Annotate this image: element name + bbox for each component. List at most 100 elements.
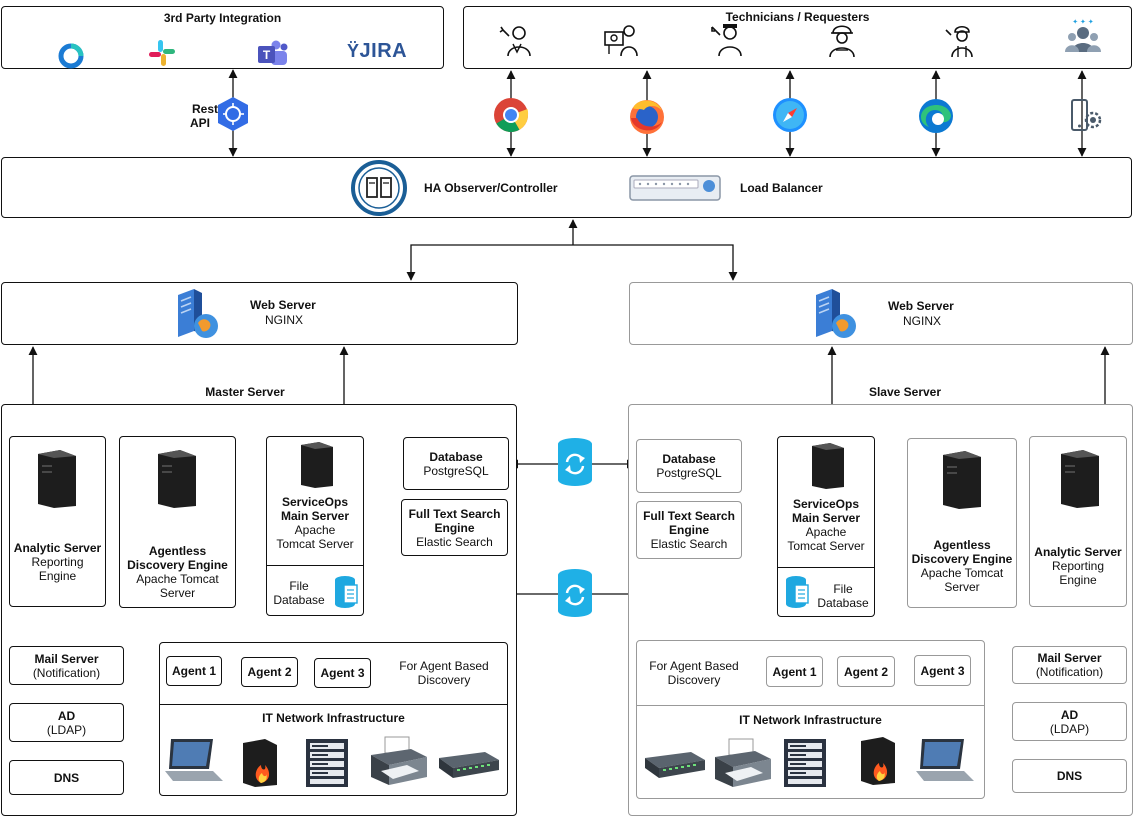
master-main-title1: ServiceOps — [281, 495, 349, 509]
master-printer-icon — [371, 736, 427, 785]
master-agent-1: Agent 1 — [166, 656, 222, 686]
slave-printer-icon — [715, 738, 771, 787]
team-group-icon: ✦ ✦ ✦ — [1065, 18, 1101, 52]
slave-agentless-line2: Server — [944, 580, 980, 594]
master-fts-sub: Elastic Search — [416, 534, 493, 549]
slave-ad-sub: (LDAP) — [1049, 721, 1090, 736]
master-database-box: Database PostgreSQL — [403, 437, 509, 490]
technician-tools-icon — [711, 24, 742, 57]
third-party-integration-panel: 3rd Party Integration T ΫJIRA — [1, 6, 444, 69]
technicians-title: Technicians / Requesters — [725, 10, 870, 24]
master-database-title: Database — [429, 449, 483, 464]
file-sync-icon — [558, 569, 592, 617]
master-ad-box: AD (LDAP) — [9, 703, 124, 742]
slave-web-server-title: Web Server — [888, 299, 954, 313]
master-main-text: ServiceOps Main Server Apache Tomcat Ser… — [266, 495, 364, 551]
master-mail-title: Mail Server — [34, 651, 99, 666]
master-agentless-text: Agentless Discovery Engine Apache Tomcat… — [119, 544, 236, 600]
slave-analytic-line1: Reporting — [1051, 559, 1105, 573]
master-fts-title1: Full Text Search — [408, 506, 501, 521]
slave-mail-title: Mail Server — [1037, 651, 1102, 665]
rest-api-label-line1: Rest — [191, 102, 218, 116]
ha-observer-icon — [351, 160, 407, 216]
slave-agentless-text: Agentless Discovery Engine Apache Tomcat… — [907, 538, 1017, 594]
slave-agentless-title2: Discovery Engine — [911, 552, 1013, 566]
master-mail-sub: (Notification) — [32, 665, 101, 680]
load-balancer-label: Load Balancer — [740, 181, 823, 195]
master-ad-title: AD — [57, 708, 76, 723]
master-agentless-line1: Apache Tomcat — [136, 572, 219, 586]
master-analytic-line1: Reporting — [31, 555, 84, 569]
slave-dns-title: DNS — [1056, 769, 1083, 783]
slave-agent-infra-divider — [636, 705, 985, 706]
master-agentless-line2: Server — [159, 586, 196, 600]
firefox-icon — [630, 100, 664, 134]
slave-main-text: ServiceOps Main Server Apache Tomcat Ser… — [777, 497, 875, 553]
technician-engineer-icon — [945, 25, 973, 58]
master-rack-server-icon — [306, 739, 348, 787]
slave-agent-3: Agent 3 — [914, 655, 971, 686]
master-agent-2: Agent 2 — [241, 657, 298, 687]
technician-computer-icon — [604, 25, 638, 57]
slave-agent-2: Agent 2 — [837, 656, 895, 687]
slave-agentless-title1: Agentless — [933, 538, 991, 552]
slave-analytic-text: Analytic Server Reporting Engine — [1029, 545, 1127, 587]
slave-main-line1: Apache — [805, 525, 847, 539]
ha-observer-label: HA Observer/Controller — [424, 181, 558, 195]
slave-ad-box: AD (LDAP) — [1012, 702, 1127, 741]
teams-logo-icon: T — [258, 40, 288, 65]
slave-agent-note-l1: For Agent Based — [649, 659, 739, 673]
slave-web-server-icon — [816, 289, 856, 338]
master-agent-infra-divider — [159, 704, 508, 705]
master-file-database-icon — [335, 576, 358, 608]
slave-laptop-icon — [916, 739, 974, 781]
master-main-server-icon — [301, 442, 333, 488]
slave-file-db-line1: File — [833, 582, 853, 596]
rest-api-label-line2: API — [189, 116, 210, 130]
third-party-title: 3rd Party Integration — [163, 11, 282, 25]
master-database-sub: PostgreSQL — [423, 463, 489, 478]
master-main-line1: Apache — [294, 523, 336, 537]
slave-agent-1: Agent 1 — [766, 656, 823, 687]
circle-integration-logo-icon — [58, 43, 84, 69]
slave-rack-server-icon — [784, 739, 826, 787]
master-agentless-title2: Discovery Engine — [127, 558, 228, 572]
slave-agentless-line1: Apache Tomcat — [920, 566, 1004, 580]
master-firewall-icon — [243, 739, 277, 787]
load-balancer-icon — [629, 175, 721, 201]
slave-analytic-title: Analytic Server — [1034, 545, 1122, 559]
slave-infra-title: IT Network Infrastructure — [739, 713, 882, 727]
master-file-db-text: File Database — [268, 579, 330, 607]
slave-analytic-server-icon — [1061, 450, 1099, 508]
master-main-line2: Tomcat Server — [276, 537, 354, 551]
slave-main-line2: Tomcat Server — [787, 539, 865, 553]
slave-main-divider — [777, 567, 875, 568]
rest-api-icon — [218, 97, 248, 131]
slave-analytic-line2: Engine — [1059, 573, 1097, 587]
slave-database-box: Database PostgreSQL — [636, 439, 742, 493]
slave-fts-title2: Engine — [668, 523, 709, 537]
master-fts-box: Full Text Search Engine Elastic Search — [401, 499, 508, 556]
master-main-divider — [266, 565, 364, 566]
master-network-switch-icon — [439, 752, 499, 778]
slave-main-title2: Main Server — [791, 511, 861, 525]
master-server-title: Master Server — [205, 385, 285, 399]
slave-main-server-icon — [812, 443, 844, 489]
slave-ad-title: AD — [1060, 707, 1079, 722]
slave-firewall-icon — [861, 737, 895, 785]
master-fts-title2: Engine — [434, 520, 475, 535]
technicians-requesters-panel: Technicians / Requesters — [463, 6, 1132, 69]
master-main-title2: Main Server — [280, 509, 350, 523]
master-analytic-line2: Engine — [38, 569, 77, 583]
master-web-server-title: Web Server — [250, 298, 316, 312]
master-analytic-server-icon — [38, 450, 76, 508]
master-mail-server-box: Mail Server (Notification) — [9, 646, 124, 685]
slave-database-sub: PostgreSQL — [656, 466, 722, 480]
slave-server-title: Slave Server — [868, 385, 942, 399]
slack-logo-icon — [149, 40, 175, 66]
chrome-icon — [494, 98, 529, 132]
master-web-server-box — [1, 282, 518, 345]
slave-file-db-text: File Database — [812, 582, 874, 610]
slave-web-server-sub: NGINX — [903, 314, 942, 328]
master-agent-note-l1: For Agent Based — [399, 659, 489, 673]
